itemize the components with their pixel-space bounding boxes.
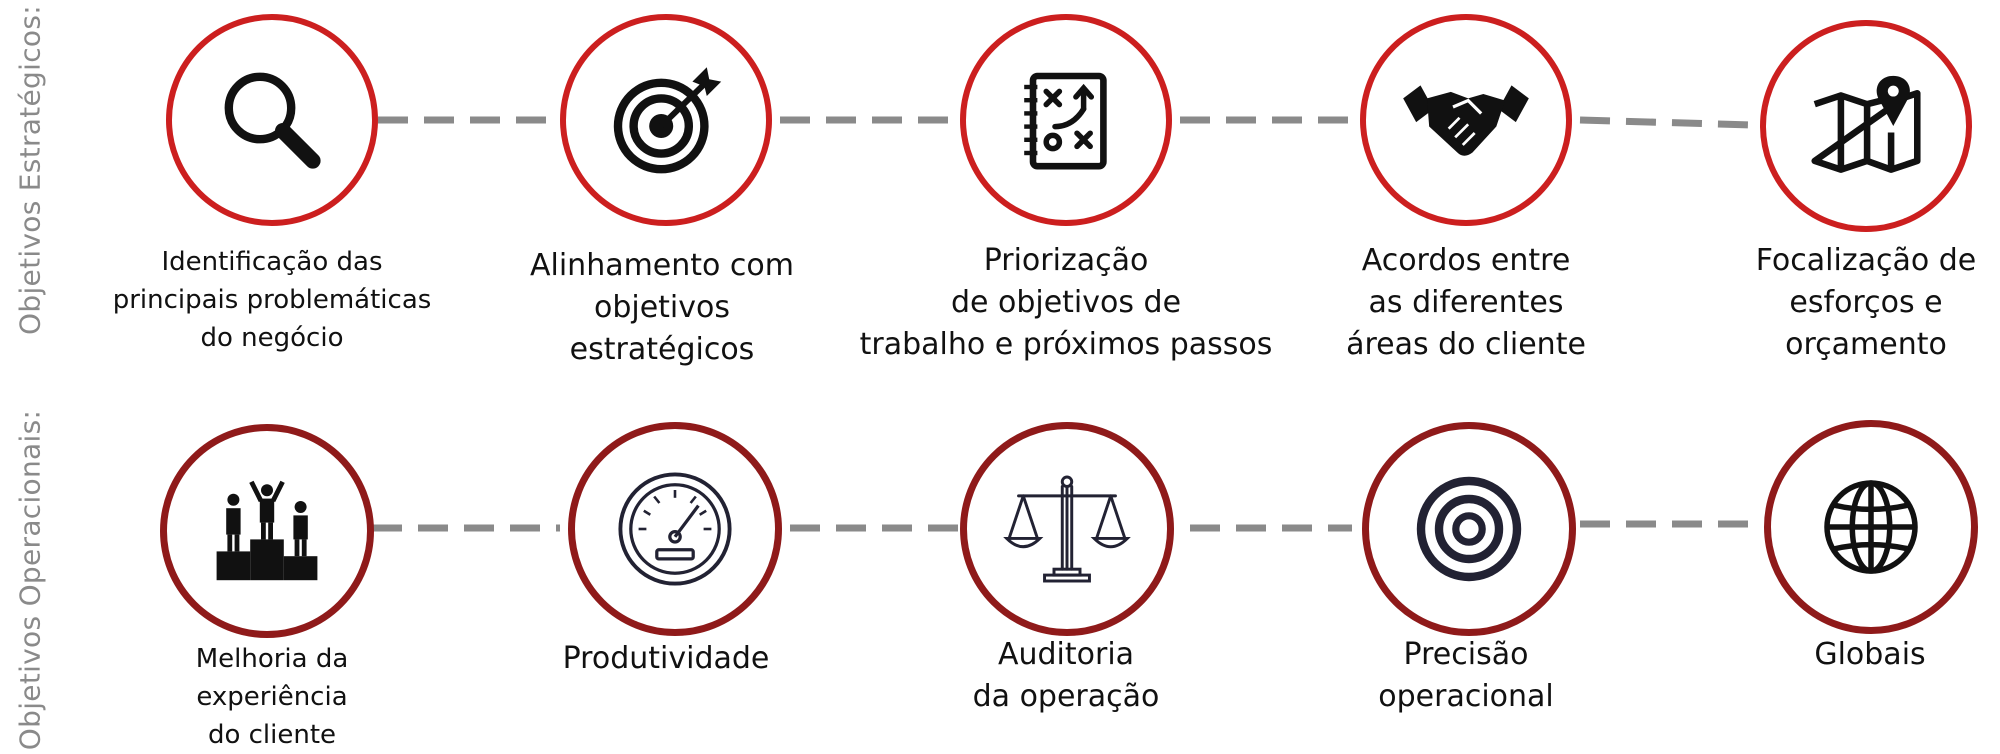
scales-icon: [1002, 469, 1132, 589]
handshake-icon: [1401, 65, 1531, 175]
strategic-caption: Focalização de esforços e orçamento: [1755, 243, 1977, 362]
operational-circle: [160, 424, 374, 638]
connector-line: [1579, 116, 1753, 129]
strategic-caption: Priorização de objetivos de trabalho e p…: [859, 243, 1273, 362]
bullseye-icon: [1409, 469, 1529, 589]
strategic-circle: [166, 14, 378, 226]
operational-caption: Precisão operacional: [1378, 637, 1554, 714]
operational-caption: Globais: [1814, 637, 1926, 672]
map-pin-icon: [1806, 71, 1926, 181]
strategic-circle: [560, 14, 772, 226]
operational-circle: [568, 422, 782, 636]
strategic-circle: [1760, 20, 1972, 232]
target-arrow-icon: [606, 60, 726, 180]
globe-icon: [1816, 472, 1926, 582]
strategic-caption: Acordos entre as diferentes áreas do cli…: [1346, 243, 1586, 362]
operational-circle: [1764, 420, 1978, 634]
strategic-caption: Identificação das principais problemátic…: [112, 247, 432, 353]
operational-caption: Melhoria da experiência do cliente: [195, 644, 349, 750]
strategy-board-icon: [1011, 65, 1121, 175]
operational-circle: [1362, 422, 1576, 636]
strategic-circle: [1360, 14, 1572, 226]
operational-caption: Produtividade: [562, 641, 770, 676]
strategic-caption: Alinhamento com objetivos estratégicos: [529, 248, 795, 367]
magnifier-icon: [212, 60, 332, 180]
strategic-circle: [960, 14, 1172, 226]
operational-circle: [960, 422, 1174, 636]
speedometer-icon: [610, 464, 740, 594]
operational-caption: Auditoria da operação: [972, 637, 1160, 714]
podium-icon: [207, 471, 327, 591]
